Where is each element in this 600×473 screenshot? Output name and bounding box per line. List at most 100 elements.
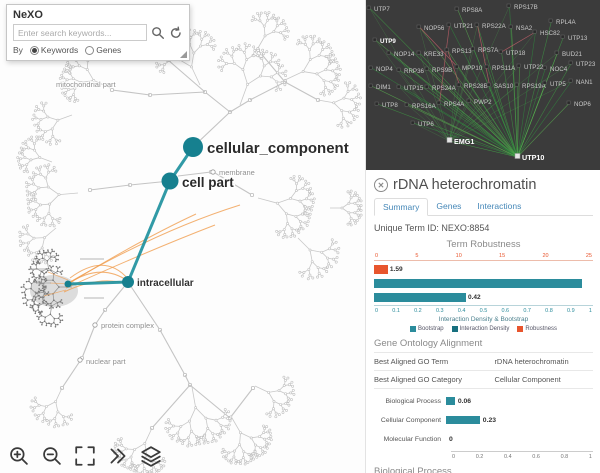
network-node-label[interactable]: NSA2	[516, 25, 533, 32]
network-node-label[interactable]: RPL4A	[556, 19, 576, 26]
search-panel-resize-grip[interactable]	[180, 51, 187, 59]
fit-to-screen-icon[interactable]	[74, 445, 96, 467]
network-node-label[interactable]: UTP9	[380, 38, 396, 45]
network-node-label[interactable]: MPP10	[462, 65, 483, 72]
radio-keywords-label[interactable]: Keywords	[40, 45, 79, 55]
network-node-label[interactable]: RPS11A	[492, 65, 516, 72]
network-canvas[interactable]: UTP7 RPS8A RPS17B RPL4A NOP56 UTP21 RPS22A NSA2…	[366, 0, 600, 170]
zoom-in-icon[interactable]	[8, 445, 30, 467]
tree-label-membrane[interactable]: membrane	[218, 167, 255, 178]
tab-summary[interactable]: Summary	[374, 198, 429, 216]
tab-interactions[interactable]: Interactions	[477, 201, 522, 211]
search-icon[interactable]	[151, 26, 165, 40]
search-input[interactable]	[13, 24, 147, 41]
network-node-label[interactable]: UTP13	[568, 35, 588, 42]
zoom-out-icon[interactable]	[41, 445, 63, 467]
network-node-label[interactable]: NOP4	[376, 66, 393, 73]
network-node-label[interactable]: RPS19A	[522, 83, 547, 90]
detail-tabs: Summary Genes Interactions	[374, 198, 593, 216]
nuclear-part-node[interactable]	[77, 357, 83, 363]
intracellular-node[interactable]	[122, 276, 134, 288]
table-row: Best Aligned GO Category Cellular Compon…	[374, 371, 593, 389]
network-node-label[interactable]: UTP18	[506, 50, 526, 57]
search-panel: NeXO By Keywords Genes	[6, 4, 190, 62]
search-by-label: By	[13, 45, 23, 56]
network-node-label[interactable]: NOC4	[550, 66, 568, 73]
cellular-component-node[interactable]	[183, 137, 203, 157]
tree-label-cell-part[interactable]: cell part	[181, 174, 236, 192]
alignment-key: Best Aligned GO Term	[374, 357, 449, 366]
network-node-label[interactable]: RPS22A	[482, 23, 507, 30]
network-node-label[interactable]: UTP21	[454, 23, 474, 30]
term-title: rDNA heterochromatin	[393, 177, 537, 193]
protein-complex-node[interactable]	[92, 322, 98, 328]
network-node-label[interactable]: NAN1	[576, 79, 593, 86]
layers-icon[interactable]	[140, 445, 162, 467]
network-node-label[interactable]: RPS28B	[464, 83, 488, 90]
tree-label-mitochondrial-part[interactable]: mitochondrial part	[55, 79, 117, 90]
tab-genes[interactable]: Genes	[436, 201, 462, 211]
network-node-label[interactable]: DIM1	[376, 84, 391, 91]
biological-process-section-title: Biological Process	[374, 466, 452, 473]
alignment-table: Best Aligned GO Term rDNA heterochromati…	[374, 352, 593, 389]
membrane-node[interactable]	[210, 169, 216, 175]
network-node-label[interactable]: NOP6	[574, 101, 591, 108]
network-node-label[interactable]: RPS9B	[432, 67, 452, 74]
tree-label-intracellular[interactable]: intracellular	[136, 277, 195, 290]
network-node-label[interactable]: HSC82	[540, 30, 561, 37]
tree-label-cellular-component[interactable]: cellular_component	[206, 139, 351, 159]
network-node-label[interactable]: RPS4A	[444, 101, 465, 108]
radio-keywords[interactable]: Keywords	[29, 45, 79, 56]
close-icon[interactable]: ✕	[374, 178, 388, 192]
alignment-key: Best Aligned GO Category	[374, 375, 462, 384]
alignment-value: rDNA heterochromatin	[494, 357, 569, 366]
expand-all-icon[interactable]	[107, 445, 129, 467]
highlighted-edges	[63, 146, 241, 293]
network-node-label[interactable]: UTP5	[550, 81, 566, 88]
tree-label-nuclear-part[interactable]: nuclear part	[85, 356, 127, 367]
app-title: NeXO	[13, 9, 43, 21]
network-node-label[interactable]: NOP14	[394, 51, 415, 58]
interaction-network-panel[interactable]: UTP7 RPS8A RPS17B RPL4A NOP56 UTP21 RPS22A NSA2…	[366, 0, 600, 170]
term-detail-panel: ✕ rDNA heterochromatin Summary Genes Int…	[366, 170, 600, 473]
tree-canvas[interactable]: cellular_component cell part intracellul…	[0, 0, 365, 473]
unique-term-id: Unique Term ID: NEXO:8854	[374, 223, 490, 233]
network-node-label[interactable]: RPS13	[452, 48, 472, 55]
network-node-label[interactable]: RPS7A	[478, 47, 499, 54]
bar-robustness: 1.59	[374, 263, 593, 275]
network-node-label[interactable]: UTP10	[522, 153, 544, 162]
radio-genes-label[interactable]: Genes	[96, 45, 122, 55]
network-node-label[interactable]: RPS8A	[462, 7, 483, 14]
bar-bootstrap	[374, 277, 593, 289]
reset-search-icon[interactable]	[169, 26, 183, 40]
alignment-section-title: Gene Ontology Alignment	[374, 338, 483, 349]
network-node-label[interactable]: RPS24A	[432, 85, 457, 92]
network-node-label[interactable]: RPS16A	[412, 103, 437, 110]
tree-toolbar	[8, 445, 162, 467]
cell-part-node[interactable]	[161, 172, 179, 190]
network-node-label[interactable]: PWP2	[474, 99, 492, 106]
network-node-label[interactable]: UTP8	[382, 102, 398, 109]
network-node-label[interactable]: UTP22	[524, 64, 544, 71]
network-node-label[interactable]: UTP15	[404, 85, 424, 92]
network-node-label[interactable]: UTP7	[374, 6, 390, 13]
network-node-label[interactable]: SAS10	[494, 83, 514, 90]
network-node-label[interactable]: RPS17B	[514, 4, 538, 11]
ontology-tree-panel[interactable]: cellular_component cell part intracellul…	[0, 0, 365, 473]
tree-label-protein-complex[interactable]: protein complex	[100, 320, 155, 331]
network-node-label[interactable]: NOP56	[424, 25, 445, 32]
network-node-label[interactable]: UTP23	[576, 61, 596, 68]
network-node-label[interactable]: UTP6	[418, 121, 434, 128]
radio-genes[interactable]: Genes	[85, 45, 122, 56]
network-node-label[interactable]: RRP36	[404, 68, 425, 75]
bar-interaction-density: 0.42	[374, 291, 593, 303]
cluster-term-node[interactable]	[64, 280, 72, 288]
network-node-label[interactable]: EMG1	[454, 137, 474, 146]
network-node-label[interactable]: BUD21	[562, 51, 583, 58]
network-node-label[interactable]: KRE33	[424, 51, 444, 58]
